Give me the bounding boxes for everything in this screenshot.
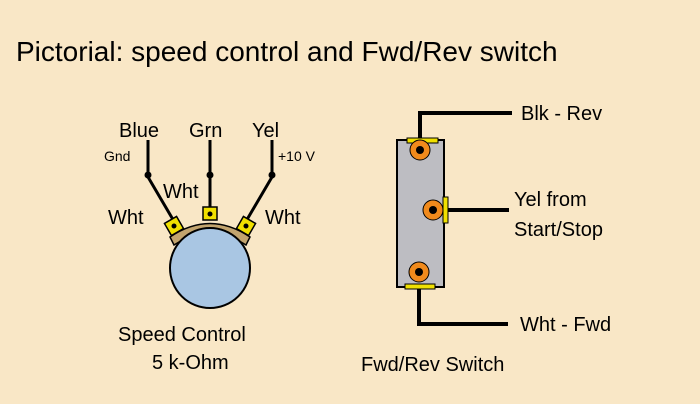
lug-middle xyxy=(442,196,449,224)
switch-label-rev: Blk - Rev xyxy=(521,103,603,125)
wire-label-blue: Blue xyxy=(119,120,160,142)
lug-bottom xyxy=(404,283,436,290)
switch-caption: Fwd/Rev Switch xyxy=(361,354,505,376)
switch-label-fwd: Wht - Fwd xyxy=(520,314,612,336)
tab-label-right: Wht xyxy=(265,207,301,229)
speed-control-potentiometer xyxy=(144,140,276,309)
speed-control-rating: 5 k-Ohm xyxy=(152,352,229,374)
wire-label-yellow: Yel xyxy=(252,120,280,142)
speed-control-caption: Speed Control xyxy=(118,324,246,346)
diagram-title: Pictorial: speed control and Fwd/Rev swi… xyxy=(16,36,558,67)
voltage-note: +10 V xyxy=(278,148,315,164)
wire-label-green: Grn xyxy=(189,120,223,142)
pot-knob xyxy=(169,227,251,309)
lug-right xyxy=(235,215,257,237)
tab-label-left: Wht xyxy=(108,207,144,229)
wire-white-fwd xyxy=(417,288,508,326)
lug-left xyxy=(163,215,185,237)
splice-dot-left xyxy=(144,171,152,179)
switch-label-start-stop-1: Yel from xyxy=(514,189,587,211)
lug-center xyxy=(202,206,218,221)
wire-black-rev xyxy=(418,111,512,140)
fwd-rev-switch xyxy=(396,111,512,326)
splice-dot-center xyxy=(206,171,214,179)
switch-label-start-stop-2: Start/Stop xyxy=(514,219,603,241)
tab-label-center: Wht xyxy=(163,181,199,203)
splice-dot-right xyxy=(268,171,276,179)
ground-note: Gnd xyxy=(104,148,131,164)
